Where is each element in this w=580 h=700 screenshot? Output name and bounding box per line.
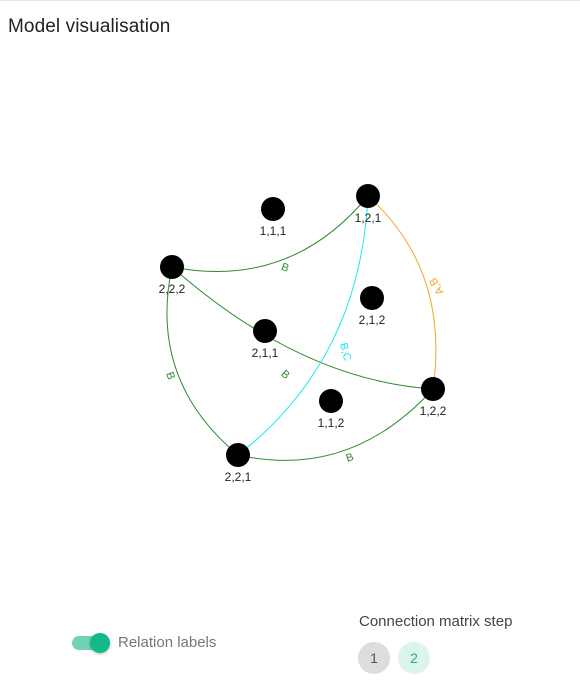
node-212[interactable] bbox=[360, 286, 384, 310]
node-122[interactable] bbox=[421, 377, 445, 401]
edge-relation-label: B bbox=[344, 451, 355, 465]
node-label: 2,1,1 bbox=[252, 346, 279, 360]
node-label: 1,1,1 bbox=[260, 224, 287, 238]
edge-relation-label: A,B bbox=[427, 275, 446, 296]
edges-layer: B B B B B,C A,B bbox=[163, 195, 447, 465]
node-112[interactable] bbox=[319, 389, 343, 413]
relation-labels-toggle[interactable] bbox=[72, 632, 110, 653]
connection-matrix-title: Connection matrix step bbox=[359, 613, 513, 630]
node-label: 2,1,2 bbox=[359, 313, 386, 327]
page-title: Model visualisation bbox=[8, 16, 171, 37]
edge-relation-label: B bbox=[163, 370, 177, 381]
edge-222-122[interactable] bbox=[171, 266, 434, 390]
edge-221-122[interactable] bbox=[237, 388, 434, 461]
matrix-step-1-button[interactable]: 1 bbox=[358, 642, 390, 674]
node-label: 2,2,2 bbox=[159, 282, 186, 296]
edge-relation-label: B bbox=[278, 368, 291, 382]
node-label: 1,1,2 bbox=[318, 416, 345, 430]
edge-relation-label: B,C bbox=[337, 342, 353, 363]
top-divider bbox=[0, 0, 580, 1]
node-221[interactable] bbox=[226, 443, 250, 467]
node-121[interactable] bbox=[356, 184, 380, 208]
edge-222-221[interactable] bbox=[166, 266, 239, 456]
node-111[interactable] bbox=[261, 197, 285, 221]
node-label: 1,2,2 bbox=[420, 404, 447, 418]
toggle-thumb[interactable] bbox=[90, 632, 110, 653]
relation-labels-label: Relation labels bbox=[118, 634, 217, 651]
nodes-layer: 1,1,1 1,2,1 2,2,2 2,1,2 2,1,1 1,2,2 1,1,2 2,2,1 bbox=[159, 184, 447, 484]
node-label: 1,2,1 bbox=[355, 211, 382, 225]
node-222[interactable] bbox=[160, 255, 184, 279]
edge-121-221[interactable] bbox=[237, 195, 369, 456]
edge-222-121[interactable] bbox=[171, 195, 369, 273]
node-label: 2,2,1 bbox=[225, 470, 252, 484]
edge-121-122[interactable] bbox=[367, 195, 437, 390]
node-211[interactable] bbox=[253, 319, 277, 343]
relation-labels-toggle-group[interactable]: Relation labels bbox=[72, 632, 217, 653]
model-graph[interactable]: B B B B B,C A,B 1,1,1 1,2,1 2,2,2 2,1,2 2,1,1 1,2,2… bbox=[0, 0, 580, 600]
edge-relation-label: B bbox=[280, 261, 291, 275]
matrix-step-2-button[interactable]: 2 bbox=[398, 642, 430, 674]
